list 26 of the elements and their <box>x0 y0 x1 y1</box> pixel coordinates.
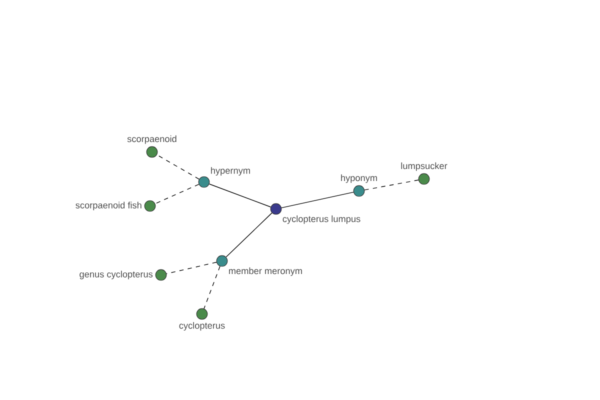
connector <box>364 180 419 190</box>
node-label: lumpsucker <box>401 162 448 171</box>
node-label: cyclopterus lumpus <box>282 215 360 224</box>
node-label: genus cyclopterus <box>80 270 153 280</box>
node-label: hyponym <box>341 174 377 183</box>
connector <box>226 212 272 258</box>
node-label: member meronym <box>229 267 302 276</box>
node-label: hypernym <box>211 167 250 176</box>
connector <box>204 266 220 310</box>
graph-node: cyclopterus <box>179 308 225 331</box>
graph-node: scorpaenoid fish <box>76 200 156 212</box>
graph-node: hyponym <box>341 174 377 197</box>
node-label: scorpaenoid fish <box>76 202 142 210</box>
connector <box>156 154 200 180</box>
graph-node: member meronym <box>216 255 302 276</box>
graph-node: hypernym <box>198 167 250 188</box>
connector <box>208 184 272 208</box>
node-label: cyclopterus <box>179 322 225 331</box>
connector <box>281 192 354 208</box>
graph-node: genus cyclopterus <box>80 269 167 281</box>
connector <box>166 262 217 274</box>
connector <box>154 184 200 204</box>
graph-node: cyclopterus lumpus <box>270 203 360 224</box>
graph-node: scorpaenoid <box>127 135 176 158</box>
graph-node: lumpsucker <box>401 162 448 185</box>
node-label: scorpaenoid <box>127 135 176 144</box>
